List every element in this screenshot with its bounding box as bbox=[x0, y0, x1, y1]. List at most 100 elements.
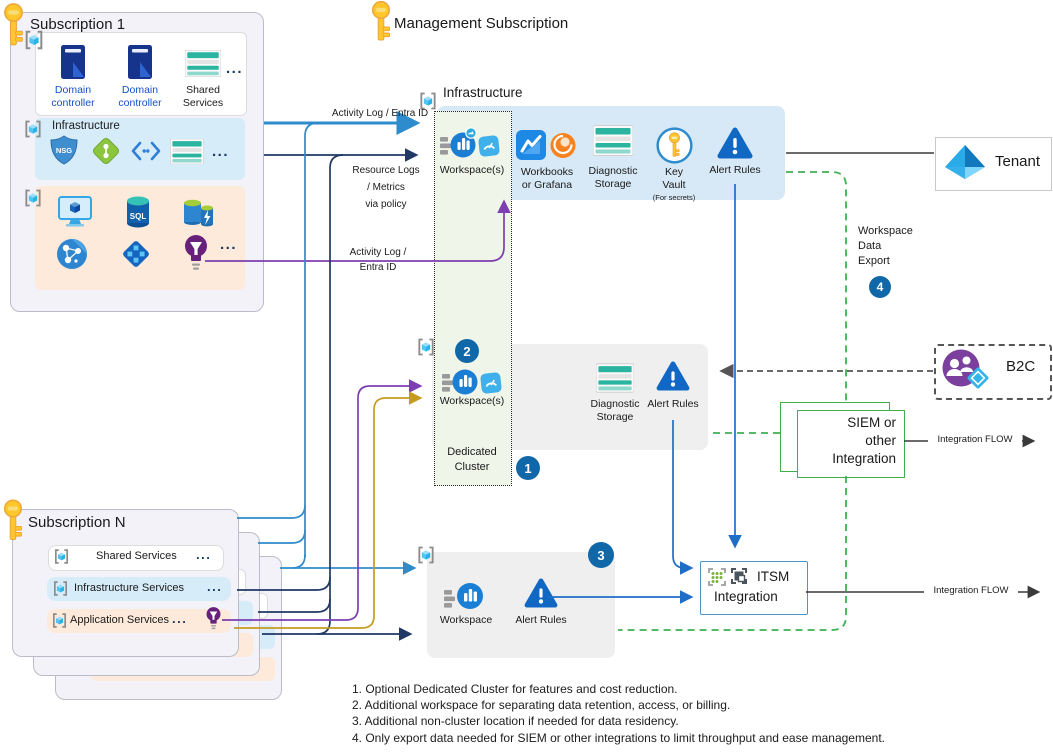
workbooks-grafana-label: Workbooks or Grafana bbox=[510, 166, 584, 191]
subN-application-services-row bbox=[47, 609, 231, 633]
siem-line3: Integration bbox=[832, 451, 896, 466]
integration-flow-label: Integration FLOW bbox=[928, 434, 1022, 445]
diagnostic-storage-icon bbox=[596, 363, 634, 393]
subscription-key-icon bbox=[371, 1, 391, 41]
mgmt-alert-rules-label: Alert Rules bbox=[709, 164, 761, 176]
log-analytics-workspaces-icon bbox=[440, 127, 500, 158]
subscription-key-icon bbox=[3, 499, 23, 540]
resource-group-icon bbox=[54, 549, 69, 564]
ellipsis: ... bbox=[212, 143, 230, 160]
diag-label-line1: Diagnostic bbox=[590, 398, 640, 410]
wde-line2: Data bbox=[858, 240, 882, 252]
diagnostic-storage-icon bbox=[593, 125, 633, 156]
tenant-label: Tenant bbox=[995, 153, 1041, 170]
subN-infrastructure-services-label: Infrastructure Services bbox=[74, 582, 185, 594]
service-fabric-icon bbox=[123, 241, 149, 267]
application-insights-icon bbox=[206, 607, 221, 630]
wde-line1: Workspace bbox=[858, 225, 913, 237]
key-vault-label: Key Vault (For secrets) bbox=[650, 166, 698, 205]
nsg-icon: NSG bbox=[50, 135, 78, 165]
alert-rules-icon bbox=[717, 127, 753, 159]
key-vault-sublabel: (For secrets) bbox=[652, 193, 696, 202]
ellipsis: ... bbox=[220, 236, 238, 253]
wde-line3: Export bbox=[858, 255, 890, 267]
alert-rules-icon bbox=[524, 578, 558, 608]
alert-rules-icon bbox=[656, 361, 690, 391]
b2c-diamond-icon bbox=[967, 367, 989, 389]
mgmt-diagnostic-storage-label: Diagnostic Storage bbox=[584, 165, 642, 190]
siem-line1: SIEM or bbox=[847, 415, 896, 430]
key-vault-icon bbox=[656, 127, 693, 164]
diag-label-line1: Diagnostic bbox=[588, 165, 638, 177]
resource-group-icon bbox=[53, 581, 68, 596]
data-lake-icon bbox=[184, 199, 213, 227]
dedicated-cluster-line1: Dedicated bbox=[447, 446, 497, 458]
log-analytics-workspaces-icon bbox=[442, 369, 502, 395]
virtual-network-icon bbox=[131, 141, 161, 161]
cluster-diagnostic-storage-label: Diagnostic Storage bbox=[588, 398, 642, 423]
shared-services-storage-icon bbox=[185, 50, 221, 77]
note-line: 2. Additional workspace for separating d… bbox=[352, 698, 731, 713]
virtual-machine-icon bbox=[58, 196, 92, 227]
management-subscription-title: Management Subscription bbox=[394, 15, 569, 32]
domain-controller-icon bbox=[128, 45, 152, 79]
activity-log-entra-mid-label: Activity Log / Entra ID bbox=[344, 245, 412, 275]
subN-shared-services-label: Shared Services bbox=[96, 550, 177, 562]
diag-label-line2: Storage bbox=[596, 410, 634, 423]
sql-database-icon: SQL bbox=[127, 196, 149, 228]
resource-group-icon bbox=[25, 189, 41, 207]
activity-log-entra-label: Activity Log / Entra ID bbox=[331, 108, 429, 119]
mgmt-infrastructure-label: Infrastructure bbox=[443, 85, 523, 100]
note-badge-3: 3 bbox=[588, 542, 614, 568]
nsg-text: NSG bbox=[56, 146, 72, 155]
activity-mid-line2: Entra ID bbox=[359, 262, 397, 273]
resource-group-icon bbox=[25, 30, 43, 50]
subN-application-services-label: Application Services bbox=[70, 614, 170, 626]
app-service-globe-icon bbox=[57, 239, 87, 269]
sql-text: SQL bbox=[130, 212, 147, 221]
siem-box: SIEM or other Integration bbox=[797, 410, 905, 478]
dedicated-cluster-label: Dedicated Cluster bbox=[436, 445, 508, 475]
noncluster-workspace-box bbox=[427, 552, 615, 658]
resource-group-icon bbox=[418, 338, 434, 356]
shared-services-label: Shared Services bbox=[182, 84, 224, 109]
resource-group-icon bbox=[420, 92, 436, 110]
dedicated-cluster-dotted-boundary bbox=[434, 111, 512, 486]
box3-alert-rules-label: Alert Rules bbox=[515, 614, 567, 626]
diag-label-line2: Storage bbox=[594, 177, 632, 190]
b2c-label: B2C bbox=[1006, 358, 1036, 375]
workspace-data-export-label: Workspace Data Export bbox=[858, 224, 928, 269]
ellipsis: ... bbox=[196, 547, 212, 562]
log-analytics-workspace-icon bbox=[444, 583, 483, 609]
itsm-label-line2: Integration bbox=[714, 589, 778, 604]
subN-infrastructure-services-row bbox=[47, 577, 231, 601]
workbooks-label-line1: Workbooks bbox=[520, 166, 574, 178]
domain-controller-label: Domain controller bbox=[118, 84, 162, 109]
ellipsis: ... bbox=[207, 579, 223, 594]
resource-group-icon bbox=[418, 546, 434, 564]
workbooks-label-line2: or Grafana bbox=[521, 178, 573, 191]
subN-shared-services-row bbox=[48, 545, 224, 571]
note-badge-4: 4 bbox=[869, 276, 891, 298]
note-line: 4. Only export data needed for SIEM or o… bbox=[352, 730, 885, 745]
note-badge-1: 1 bbox=[516, 456, 540, 480]
key-vault-label-line1: Key bbox=[664, 166, 684, 178]
domain-controller-icon bbox=[61, 45, 85, 79]
resource-group-icon bbox=[52, 613, 67, 628]
note-line: 1. Optional Dedicated Cluster for featur… bbox=[352, 682, 678, 696]
cluster-alert-rules-label: Alert Rules bbox=[647, 398, 699, 410]
resource-logs-line1: Resource Logs bbox=[352, 165, 420, 176]
application-gateway-icon bbox=[93, 138, 119, 164]
subscription-1-title: Subscription 1 bbox=[30, 16, 126, 33]
note-badge-2: 2 bbox=[455, 339, 479, 363]
itsm-grid-icon bbox=[708, 568, 726, 586]
resource-logs-line2: / Metrics bbox=[367, 182, 405, 193]
integration-flow-label: Integration FLOW bbox=[924, 585, 1018, 596]
domain-controller-label: Domain controller bbox=[51, 84, 95, 109]
activity-mid-line1: Activity Log / bbox=[349, 247, 407, 258]
workbooks-icon bbox=[516, 130, 546, 160]
ellipsis: ... bbox=[226, 60, 244, 77]
sub1-infrastructure-label: Infrastructure bbox=[52, 120, 120, 132]
grafana-icon bbox=[550, 133, 576, 158]
